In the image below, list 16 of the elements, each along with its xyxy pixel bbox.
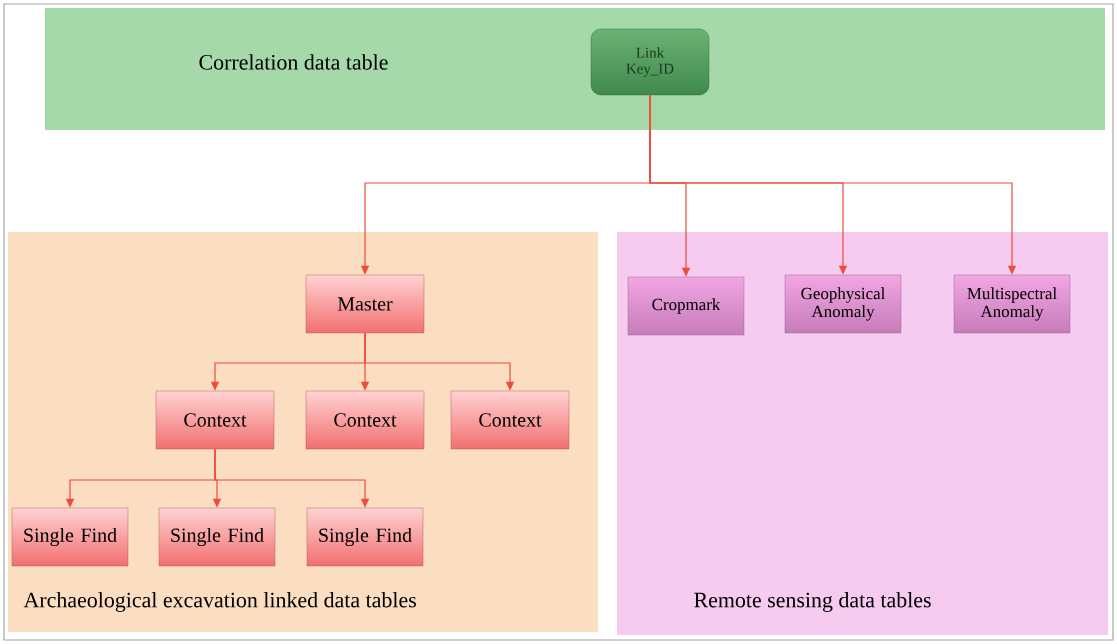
table-box: Context [155, 390, 275, 450]
table-box: Geophysical Anomaly [784, 274, 902, 334]
table-box: Context [305, 390, 425, 450]
key-box: Link Key_ID [590, 28, 710, 96]
table-box: Single Find [306, 507, 424, 567]
table-box: Multispectral Anomaly [953, 274, 1071, 334]
table-box: Single Find [11, 507, 129, 567]
panel-title: Correlation data table [199, 54, 388, 70]
table-box: Context [450, 390, 570, 450]
table-box: Single Find [158, 507, 276, 567]
panel-title: Remote sensing data tables [694, 592, 931, 612]
panel-title: Archaeological excavation linked data tables [23, 592, 416, 612]
table-box: Master [305, 274, 425, 334]
panel [45, 8, 1105, 130]
panel [617, 232, 1108, 635]
table-box: Cropmark [627, 276, 745, 336]
